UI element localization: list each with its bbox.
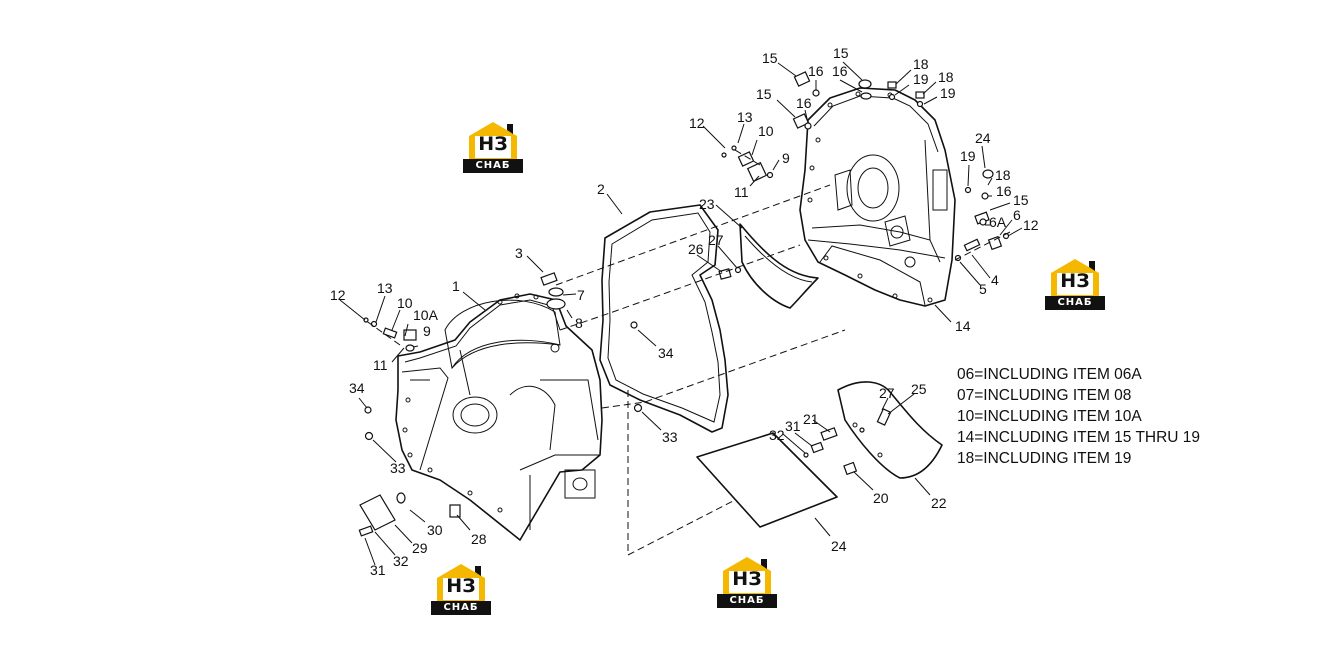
callout-6: 6 — [1013, 207, 1021, 223]
callout-3: 3 — [515, 245, 523, 261]
callout-19-b: 19 — [940, 85, 956, 101]
callout-18-a: 18 — [913, 56, 929, 72]
callout-16-c: 16 — [832, 63, 848, 79]
bottom-plate-24 — [696, 432, 838, 528]
callout-5: 5 — [979, 281, 987, 297]
house-logo-icon — [469, 122, 517, 160]
callout-19-a: 19 — [913, 71, 929, 87]
callout-16-d: 16 — [996, 183, 1012, 199]
callout-12-right: 12 — [1023, 217, 1039, 233]
gasket — [599, 204, 729, 433]
logo-text: СНАБ — [1045, 296, 1105, 310]
watermark-logo: НЗ СНАБ — [431, 562, 491, 620]
callout-9-left: 9 — [423, 323, 431, 339]
callout-14: 14 — [955, 318, 971, 334]
callout-27-bottom: 27 — [879, 385, 895, 401]
callout-13-left: 13 — [377, 280, 393, 296]
logo-text: СНАБ — [717, 594, 777, 608]
watermark-logo: НЗ СНАБ — [463, 120, 523, 178]
callout-8: 8 — [575, 315, 583, 331]
cover-plate-23 — [739, 223, 819, 309]
callout-27-top: 27 — [708, 232, 724, 248]
callout-18-c: 18 — [995, 167, 1011, 183]
small-parts — [358, 71, 1010, 537]
callout-15-c: 15 — [833, 45, 849, 61]
callout-4: 4 — [991, 272, 999, 288]
callout-21: 21 — [803, 411, 819, 427]
callout-34-left: 34 — [349, 380, 365, 396]
callout-12-mid: 12 — [689, 115, 705, 131]
house-logo-icon — [437, 564, 485, 602]
leader-lines — [339, 61, 1023, 566]
callout-15-b: 15 — [756, 86, 772, 102]
note-line: 10=INCLUDING ITEM 10A — [957, 408, 1142, 425]
notes-legend: 06=INCLUDING ITEM 06A 07=INCLUDING ITEM … — [957, 364, 1200, 469]
callout-22: 22 — [931, 495, 947, 511]
callout-33-left: 33 — [390, 460, 406, 476]
callout-23: 23 — [699, 196, 715, 212]
callout-18-b: 18 — [938, 69, 954, 85]
front-housing — [395, 293, 603, 541]
callout-2: 2 — [597, 181, 605, 197]
note-line: 07=INCLUDING ITEM 08 — [957, 387, 1132, 404]
watermark-logo: НЗ СНАБ — [1045, 257, 1105, 315]
callout-10-left: 10 — [397, 295, 413, 311]
callout-9-mid: 9 — [782, 150, 790, 166]
callout-15-a: 15 — [762, 50, 778, 66]
callout-11-mid: 11 — [734, 184, 749, 200]
note-line: 14=INCLUDING ITEM 15 THRU 19 — [957, 429, 1201, 446]
callout-13-mid: 13 — [737, 109, 753, 125]
callout-6A: 6A — [989, 214, 1007, 230]
callout-29: 29 — [412, 540, 428, 556]
rear-housing — [799, 87, 956, 307]
callout-7: 7 — [577, 287, 585, 303]
logo-mark: НЗ — [446, 575, 476, 597]
callout-33-gasket: 33 — [662, 429, 678, 445]
logo-text: СНАБ — [431, 601, 491, 615]
callout-labels: 1 2 3 7 8 12 13 10 10A 9 11 34 33 30 29 … — [330, 45, 1039, 578]
callout-11-left: 11 — [373, 357, 388, 373]
callout-12-left: 12 — [330, 287, 346, 303]
note-line: 18=INCLUDING ITEM 19 — [957, 450, 1132, 467]
callout-1: 1 — [452, 278, 460, 294]
callout-10-mid: 10 — [758, 123, 774, 139]
logo-mark: НЗ — [1060, 270, 1090, 292]
callout-31-right: 31 — [785, 418, 801, 434]
callout-19-c: 19 — [960, 148, 976, 164]
watermark-logo: НЗ СНАБ — [717, 555, 777, 613]
callout-31-left: 31 — [370, 562, 386, 578]
callout-25: 25 — [911, 381, 927, 397]
logo-text: СНАБ — [463, 159, 523, 173]
callout-10A: 10A — [413, 307, 439, 323]
callout-16-b: 16 — [796, 95, 812, 111]
callout-15-d: 15 — [1013, 192, 1029, 208]
cover-plate-22 — [837, 381, 943, 479]
callout-30: 30 — [427, 522, 443, 538]
callout-24-top: 24 — [975, 130, 991, 146]
callout-26: 26 — [688, 241, 704, 257]
callout-34-gasket: 34 — [658, 345, 674, 361]
callout-24-bottom: 24 — [831, 538, 847, 554]
callout-20: 20 — [873, 490, 889, 506]
note-line: 06=INCLUDING ITEM 06A — [957, 366, 1142, 383]
callout-16-a: 16 — [808, 63, 824, 79]
callout-32-left: 32 — [393, 553, 409, 569]
callout-32-right: 32 — [769, 427, 785, 443]
house-logo-icon — [723, 557, 771, 595]
logo-mark: НЗ — [478, 133, 508, 155]
callout-28: 28 — [471, 531, 487, 547]
house-logo-icon — [1051, 259, 1099, 297]
logo-mark: НЗ — [732, 568, 762, 590]
